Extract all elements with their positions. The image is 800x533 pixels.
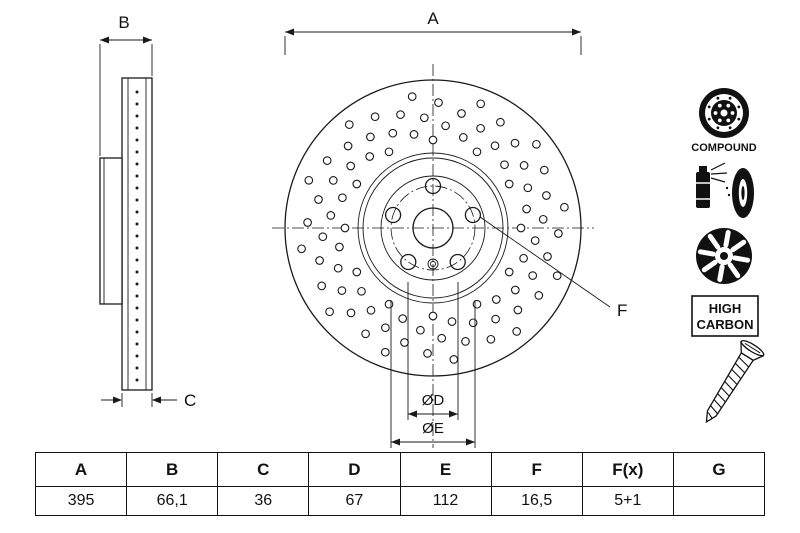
icon-vented-rotor <box>696 228 752 284</box>
spec-header-b: B <box>126 452 219 487</box>
rotor-vane-slots <box>697 229 751 283</box>
icon-compound-disc: COMPOUND <box>691 88 757 154</box>
drill-holes-pattern <box>297 92 569 364</box>
bolt-holes <box>384 177 482 271</box>
side-view <box>99 77 153 391</box>
spec-header-fx: F(x) <box>581 452 674 487</box>
icon-coated-disc-spray <box>696 162 754 218</box>
spec-value-f: 16,5 <box>490 486 583 516</box>
spec-header-a: A <box>34 452 128 487</box>
spec-value-c: 36 <box>217 486 310 516</box>
spec-value-b: 66,1 <box>126 486 219 516</box>
spec-value-e: 112 <box>399 486 492 516</box>
dimension-e: ØE <box>390 300 476 448</box>
spec-header-e: E <box>399 452 492 487</box>
dim-label-c: C <box>184 391 196 410</box>
set-screw-hole <box>427 258 439 270</box>
dim-label-b: B <box>118 13 129 32</box>
spec-header-g: G <box>672 452 766 487</box>
compound-bolt-holes <box>713 103 735 123</box>
spec-value-row: 395 66,1 36 67 112 16,5 5+1 <box>34 486 766 516</box>
compound-drill-dots <box>707 96 741 130</box>
spec-header-c: C <box>217 452 310 487</box>
dim-label-d: ØD <box>422 392 445 409</box>
spec-value-g <box>672 486 766 516</box>
brake-disc-technical-drawing: B C <box>99 9 765 448</box>
spec-table: A B C D E F F(x) G 395 66,1 36 67 112 16… <box>34 452 766 516</box>
spec-header-d: D <box>308 452 401 487</box>
front-view <box>272 64 594 448</box>
icon-countersunk-screw <box>705 340 765 424</box>
dim-label-f: F <box>617 301 627 320</box>
high-carbon-line2: CARBON <box>696 317 753 332</box>
high-carbon-line1: HIGH <box>709 301 742 316</box>
compound-label: COMPOUND <box>691 142 756 154</box>
screw-threads <box>707 356 749 419</box>
spec-header-f: F <box>490 452 583 487</box>
dimension-c: C <box>101 391 196 410</box>
spec-value-a: 395 <box>34 486 128 516</box>
leader-f: F <box>479 216 627 320</box>
spec-value-d: 67 <box>308 486 401 516</box>
spec-value-fx: 5+1 <box>581 486 674 516</box>
dimension-b: B <box>99 13 153 156</box>
vent-holes-dots <box>135 90 139 382</box>
spec-header-row: A B C D E F F(x) G <box>34 452 766 487</box>
dimension-a: A <box>284 9 582 55</box>
dimension-d: ØD <box>407 282 459 420</box>
high-carbon-badge: HIGH CARBON <box>691 295 759 337</box>
dim-label-e: ØE <box>422 420 444 437</box>
dim-label-a: A <box>427 9 439 28</box>
